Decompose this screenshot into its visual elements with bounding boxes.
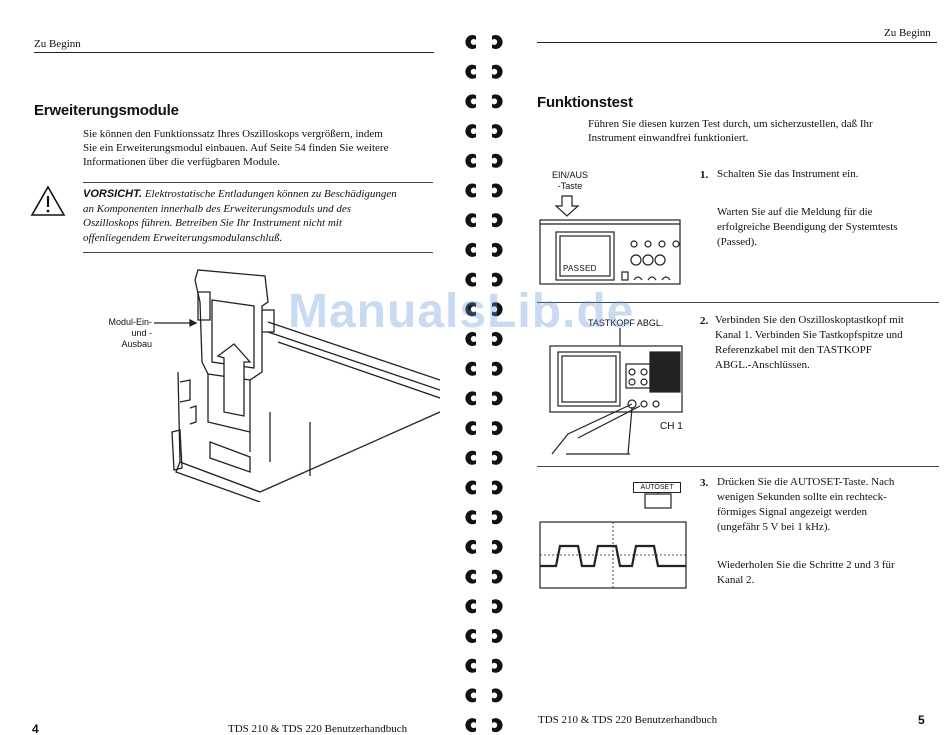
step-line: Referenzkabel mit den TASTKOPF [715, 344, 872, 356]
right-section-title: Funktionstest [537, 94, 633, 111]
binding-ring [465, 302, 503, 317]
step-divider-1 [537, 302, 939, 303]
binding-ring [465, 183, 503, 198]
binding-ring [465, 421, 503, 436]
binding-ring [465, 510, 503, 525]
figure-label-line: Modul-Ein- [108, 317, 152, 327]
binding-ring [465, 213, 503, 228]
left-intro-line: Informationen über die verfügbaren Modul… [83, 156, 281, 168]
step-line: Kanal 1. Verbinden Sie Tastkopfspitze un… [715, 329, 903, 341]
step-1-number: 1. [700, 169, 709, 181]
step-line: ABGL.-Anschlüssen. [715, 359, 810, 371]
left-intro: Sie können den Funktionssatz Ihres Oszil… [83, 127, 433, 169]
binding-ring [465, 94, 503, 109]
scope-front-illustration [539, 195, 681, 285]
step-line: Schalten Sie das Instrument ein. [717, 168, 859, 180]
step-divider-2 [537, 466, 939, 467]
power-button-label-line: -Taste [557, 181, 583, 191]
step-line: Drücken Sie die AUTOSET-Taste. Nach [717, 476, 895, 488]
caution-top-rule [83, 182, 433, 183]
power-button-label-line: EIN/AUS [551, 170, 588, 180]
passed-screen-text: PASSED [563, 264, 597, 273]
step-3-extra: Wiederholen Sie die Schritte 2 und 3 für… [717, 558, 939, 588]
step-line: (Passed). [717, 236, 758, 248]
binding-ring [465, 569, 503, 584]
binding-ring [465, 332, 503, 346]
binding-ring [465, 391, 503, 406]
binding-ring [465, 480, 503, 495]
left-section-title: Erweiterungsmodule [34, 102, 179, 119]
binding-ring [465, 539, 503, 554]
binding-ring [465, 153, 503, 168]
left-page-number: 4 [32, 722, 39, 735]
module-install-illustration [154, 269, 440, 502]
figure-label-line: und -Ausbau [121, 328, 152, 349]
right-intro-line: Instrument einwandfrei funktioniert. [588, 132, 749, 144]
step-line: wenigen Sekunden sollte ein rechteck- [717, 491, 887, 503]
binding-ring [465, 242, 503, 257]
left-intro-line: Sie können den Funktionssatz Ihres Oszil… [83, 128, 383, 140]
step-3-number: 3. [700, 477, 709, 489]
step-3-text: Drücken Sie die AUTOSET-Taste. Nach weni… [717, 475, 939, 535]
power-button-label: EIN/AUS -Taste [548, 170, 592, 192]
right-header: Zu Beginn [884, 27, 931, 39]
binding-ring [465, 599, 503, 614]
channel-1-label: CH 1 [660, 421, 683, 432]
step-1-extra: Warten Sie auf die Meldung für die erfol… [717, 205, 937, 250]
autoset-button-label: AUTOSET [633, 482, 681, 493]
caution-line: an Komponenten innerhalb des Erweiterung… [83, 202, 352, 215]
binding-ring [465, 124, 503, 139]
binding-ring [465, 272, 503, 287]
right-intro-line: Führen Sie diesen kurzen Test durch, um … [588, 118, 873, 130]
step-line: förmiges Signal angezeigt werden [717, 506, 867, 518]
step-2-text: Verbinden Sie den Oszilloskoptastkopf mi… [715, 313, 939, 373]
binding-ring [465, 361, 503, 376]
caution-bottom-rule [83, 252, 433, 253]
binding-ring [465, 658, 503, 673]
figure-label: Modul-Ein- und -Ausbau [104, 317, 152, 350]
right-page-number: 5 [918, 713, 925, 727]
step-line: Kanal 2. [717, 574, 755, 586]
binding-ring [465, 628, 503, 643]
watermark: ManualsLib.de [288, 285, 635, 338]
left-footer: TDS 210 & TDS 220 Benutzerhandbuch [228, 723, 408, 735]
step-line: Wiederholen Sie die Schritte 2 und 3 für [717, 559, 895, 571]
binding-ring [465, 688, 503, 703]
right-header-rule [537, 42, 937, 43]
probe-connection-illustration [549, 328, 683, 455]
left-intro-line: Sie ein Erweiterungsmodul einbauen. Auf … [83, 142, 389, 154]
step-line: (ungefähr 5 V bei 1 kHz). [717, 521, 831, 533]
caution-label: VORSICHT. [83, 188, 143, 200]
caution-block: VORSICHT. Elektrostatische Entladungen k… [83, 187, 435, 245]
caution-line: Oszilloskops führen. Betreiben Sie Ihr I… [83, 217, 342, 229]
step-line: Verbinden Sie den Oszilloskoptastkopf mi… [715, 314, 904, 326]
binding-ring [465, 64, 503, 79]
caution-line: offenliegendem Erweiterungsmodulanschluß… [83, 231, 283, 244]
spiral-binding [465, 35, 503, 733]
step-line: erfolgreiche Beendigung der Systemtests [717, 221, 898, 233]
left-header: Zu Beginn [34, 38, 81, 50]
right-intro: Führen Sie diesen kurzen Test durch, um … [588, 117, 928, 145]
right-footer: TDS 210 & TDS 220 Benutzerhandbuch [538, 714, 718, 726]
probe-comp-label: TASTKOPF ABGL. [588, 318, 664, 328]
warning-triangle-icon [30, 185, 66, 216]
caution-line: Elektrostatische Entladungen können zu B… [142, 188, 397, 200]
binding-ring [465, 35, 503, 49]
step-line: Warten Sie auf die Meldung für die [717, 206, 873, 218]
step-2-number: 2. [700, 315, 709, 327]
left-header-rule [34, 52, 434, 53]
square-wave-illustration [539, 492, 687, 589]
step-1-text: Schalten Sie das Instrument ein. [717, 167, 937, 182]
binding-ring [465, 718, 503, 733]
binding-ring [465, 450, 503, 465]
